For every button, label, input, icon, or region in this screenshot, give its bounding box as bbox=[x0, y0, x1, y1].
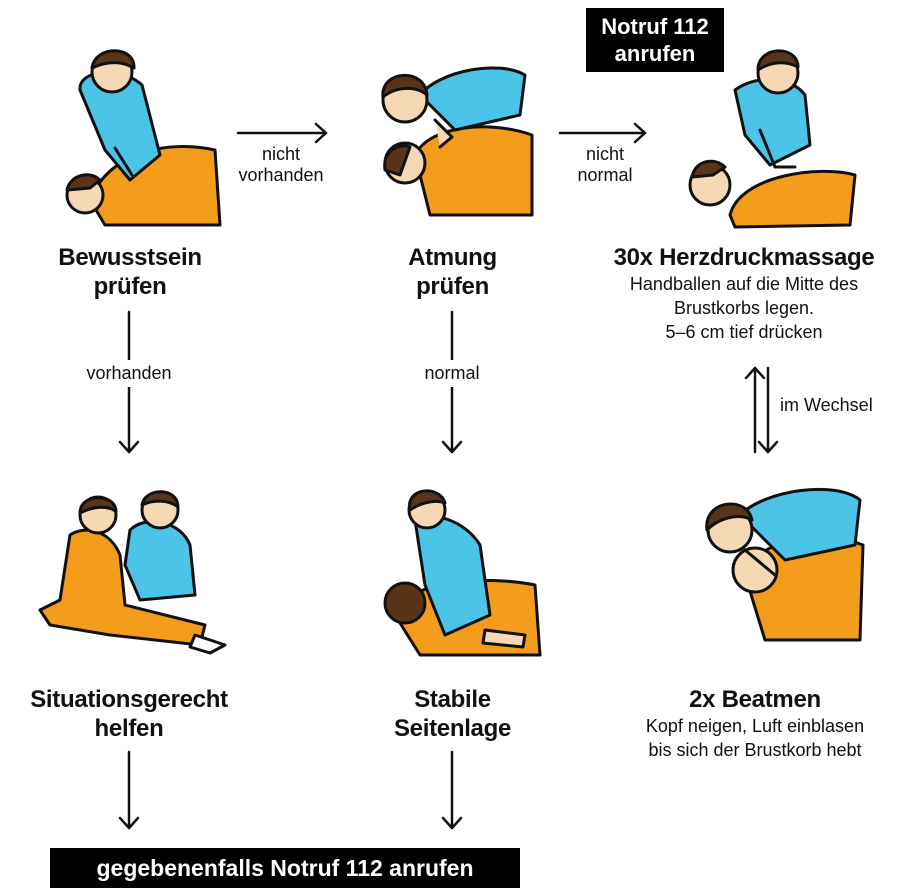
step-desc-ventilation-line1: Kopf neigen, Luft einblasen bbox=[610, 714, 900, 738]
emergency-call-line2: anrufen bbox=[586, 40, 724, 67]
step-desc-cpr: Handballen auf die Mitte des Brustkorbs … bbox=[588, 272, 900, 344]
edge-label-not-present: nicht vorhanden bbox=[226, 144, 336, 186]
emergency-call-badge: Notruf 112 anrufen bbox=[586, 8, 724, 72]
step-title-breathing: Atmung prüfen bbox=[340, 243, 565, 301]
step-title-consciousness-line1: Bewusstsein bbox=[10, 243, 250, 272]
edge-label-not-present-line1: nicht bbox=[226, 144, 336, 165]
arrow-recovery-to-call bbox=[443, 752, 461, 828]
step-desc-ventilation: Kopf neigen, Luft einblasen bis sich der… bbox=[610, 714, 900, 762]
arrow-help-to-call bbox=[120, 752, 138, 828]
edge-label-not-present-line2: vorhanden bbox=[226, 165, 336, 186]
arrow-alternating bbox=[746, 368, 777, 452]
step-desc-cpr-line3: 5–6 cm tief drücken bbox=[588, 320, 900, 344]
edge-label-normal: normal bbox=[407, 360, 497, 387]
step-title-help-line2: helfen bbox=[0, 714, 258, 743]
step-title-consciousness: Bewusstsein prüfen bbox=[10, 243, 250, 301]
edge-label-not-normal: nicht normal bbox=[560, 144, 650, 186]
emergency-call-banner: gegebenenfalls Notruf 112 anrufen bbox=[50, 848, 520, 888]
step-title-recovery: Stabile Seitenlage bbox=[340, 685, 565, 743]
step-title-ventilation: 2x Beatmen bbox=[610, 685, 900, 714]
step-title-help: Situationsgerecht helfen bbox=[0, 685, 258, 743]
arrow-not-present bbox=[238, 124, 326, 142]
step-title-consciousness-line2: prüfen bbox=[10, 272, 250, 301]
arrow-not-normal bbox=[560, 124, 645, 142]
edge-label-alternating: im Wechsel bbox=[780, 395, 904, 416]
edge-label-not-normal-line1: nicht bbox=[560, 144, 650, 165]
step-title-help-line1: Situationsgerecht bbox=[0, 685, 258, 714]
step-desc-cpr-line1: Handballen auf die Mitte des bbox=[588, 272, 900, 296]
step-title-cpr: 30x Herzdruckmassage bbox=[588, 243, 900, 272]
emergency-call-line1: Notruf 112 bbox=[586, 13, 724, 40]
step-title-ventilation-text: 2x Beatmen bbox=[610, 685, 900, 714]
step-title-recovery-line2: Seitenlage bbox=[340, 714, 565, 743]
edge-label-present: vorhanden bbox=[64, 360, 194, 387]
step-title-recovery-line1: Stabile bbox=[340, 685, 565, 714]
step-title-cpr-text: 30x Herzdruckmassage bbox=[588, 243, 900, 272]
step-desc-cpr-line2: Brustkorbs legen. bbox=[588, 296, 900, 320]
step-title-breathing-line1: Atmung bbox=[340, 243, 565, 272]
edge-label-not-normal-line2: normal bbox=[560, 165, 650, 186]
step-desc-ventilation-line2: bis sich der Brustkorb hebt bbox=[610, 738, 900, 762]
step-title-breathing-line2: prüfen bbox=[340, 272, 565, 301]
